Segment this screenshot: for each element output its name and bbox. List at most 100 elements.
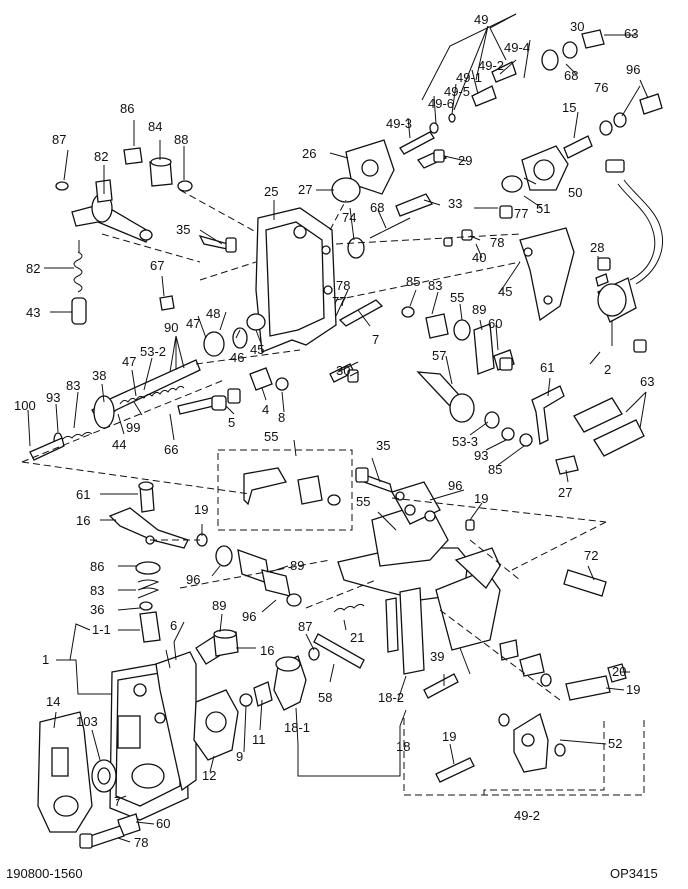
callout-label: 49 [474, 12, 488, 27]
callout-label: 49-4 [504, 40, 530, 55]
callout-label: 93 [46, 390, 60, 405]
callout-label: 30 [570, 19, 584, 34]
callout-label: 4 [262, 402, 269, 417]
callout-labels: 49 30 63 49-4 49-2 49-1 49-5 49-6 49-3 6… [14, 12, 654, 850]
callout-label: 50 [568, 185, 582, 200]
callout-label: 11 [252, 732, 266, 747]
callout-label: 55 [356, 494, 370, 509]
callout-label: 44 [112, 437, 126, 452]
callout-label: 61 [76, 487, 90, 502]
callout-label: 82 [26, 261, 40, 276]
callout-label: 15 [562, 100, 576, 115]
callout-label: 49-6 [428, 96, 454, 111]
callout-label: 6 [170, 618, 177, 633]
callout-label: 26 [302, 146, 316, 161]
callout-label: 77 [514, 206, 528, 221]
callout-label: 86 [90, 559, 104, 574]
callout-label: 35 [376, 438, 390, 453]
callout-label: 78 [336, 278, 350, 293]
callout-label: 46 [230, 350, 244, 365]
callout-label: 49-2 [514, 808, 540, 823]
callout-label: 33 [448, 196, 462, 211]
callout-label: 82 [94, 149, 108, 164]
callout-label: 68 [370, 200, 384, 215]
callout-label: 83 [90, 583, 104, 598]
callout-label: 40 [472, 250, 486, 265]
callout-label: 66 [164, 442, 178, 457]
callout-label: 29 [458, 153, 472, 168]
callout-label: 45 [250, 342, 264, 357]
callout-label: 86 [120, 101, 134, 116]
callout-label: 12 [202, 768, 216, 783]
callout-label: 1-1 [92, 622, 111, 637]
callout-label: 100 [14, 398, 36, 413]
callout-label: 19 [194, 502, 208, 517]
callout-label: 1 [42, 652, 49, 667]
callout-label: 85 [406, 274, 420, 289]
callout-label: 47 [186, 316, 200, 331]
callout-label: 18-2 [378, 690, 404, 705]
callout-label: 8 [278, 410, 285, 425]
callout-label: 5 [228, 415, 235, 430]
callout-label: 83 [66, 378, 80, 393]
callout-label: 43 [26, 305, 40, 320]
callout-label: 87 [52, 132, 66, 147]
callout-label: 55 [450, 290, 464, 305]
callout-label: 19 [626, 682, 640, 697]
callout-label: 63 [624, 26, 638, 41]
callout-label: 9 [236, 749, 243, 764]
callout-label: 49-5 [444, 84, 470, 99]
callout-label: 96 [626, 62, 640, 77]
callout-label: 25 [264, 184, 278, 199]
callout-label: 21 [350, 630, 364, 645]
callout-label: 74 [342, 210, 356, 225]
callout-label: 18 [396, 739, 410, 754]
callout-label: 18-1 [284, 720, 310, 735]
callout-label: 19 [442, 729, 456, 744]
callout-label: 68 [564, 68, 578, 83]
callout-label: 60 [488, 316, 502, 331]
sheet-code: OP3415 [610, 866, 658, 881]
callout-label: 93 [474, 448, 488, 463]
callout-label: 89 [290, 558, 304, 573]
callout-label: 48 [206, 306, 220, 321]
callout-label: 63 [640, 374, 654, 389]
callout-label: 19 [474, 491, 488, 506]
callout-label: 96 [242, 609, 256, 624]
callout-label: 103 [76, 714, 98, 729]
callout-label: 55 [264, 429, 278, 444]
callout-label: 49-2 [478, 58, 504, 73]
callout-label: 84 [148, 119, 162, 134]
callout-label: 67 [150, 258, 164, 273]
callout-label: 87 [298, 619, 312, 634]
callout-label: 14 [46, 694, 60, 709]
callout-label: 90 [164, 320, 178, 335]
callout-label: 88 [174, 132, 188, 147]
callout-label: 83 [428, 278, 442, 293]
callout-label: 47 [122, 354, 136, 369]
callout-label: 49-1 [456, 70, 482, 85]
callout-label: 7 [372, 332, 379, 347]
callout-label: 7 [114, 794, 121, 809]
callout-label: 45 [498, 284, 512, 299]
callout-label: 20 [612, 664, 626, 679]
callout-label: 96 [448, 478, 462, 493]
callout-label: 60 [156, 816, 170, 831]
callout-label: 53-2 [140, 344, 166, 359]
callout-label: 77 [332, 294, 346, 309]
callout-label: 2 [604, 362, 611, 377]
parts-drawing [29, 29, 664, 849]
callout-label: 39 [430, 649, 444, 664]
callout-label: 76 [594, 80, 608, 95]
callout-label: 30 [336, 363, 350, 378]
leader-lines [27, 13, 649, 843]
callout-label: 72 [584, 548, 598, 563]
callout-label: 78 [134, 835, 148, 850]
callout-label: 89 [212, 598, 226, 613]
callout-label: 16 [260, 643, 274, 658]
callout-label: 85 [488, 462, 502, 477]
callout-label: 51 [536, 201, 550, 216]
drawing-number: 190800-1560 [6, 866, 83, 881]
callout-label: 61 [540, 360, 554, 375]
